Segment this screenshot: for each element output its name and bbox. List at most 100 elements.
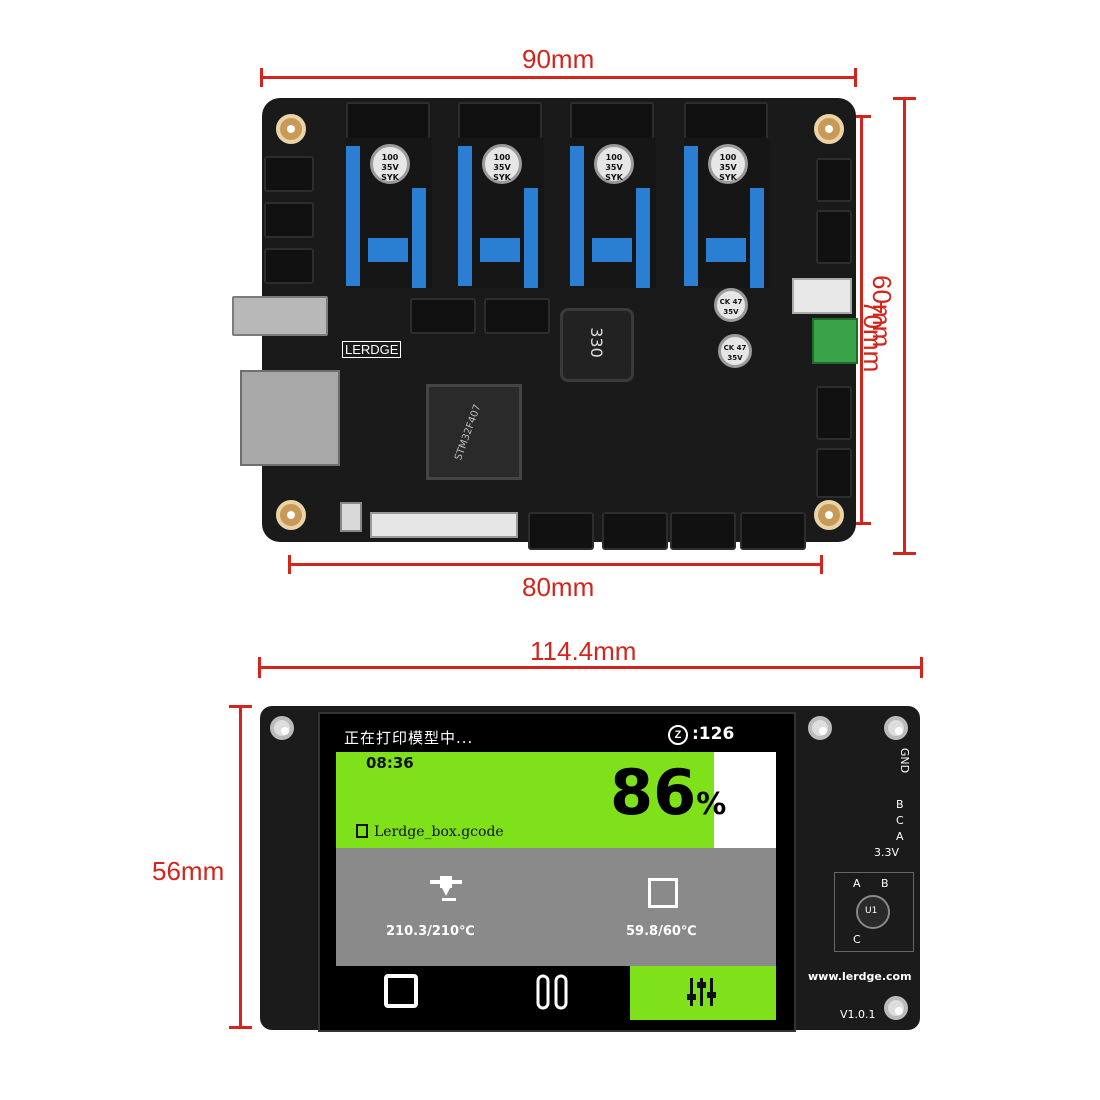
version-label: V1.0.1: [840, 1008, 876, 1021]
dimension-label-board-hole-height: 60mm: [867, 275, 897, 348]
stop-icon: [384, 974, 418, 1008]
dimension-line-80mm: [290, 563, 822, 566]
driver-header: [750, 188, 764, 288]
mounting-hole: [814, 114, 844, 144]
encoder-label-u1: U1: [865, 906, 878, 916]
driver-header: [636, 188, 650, 288]
dimension-tick-right: [854, 68, 857, 87]
file-name: Lerdge_box.gcode: [374, 824, 504, 840]
lcd-ribbon-connector: [370, 512, 518, 538]
driver-header: [524, 188, 538, 288]
dimension-tick-right-114: [920, 657, 923, 678]
dimension-tick-top-56: [229, 705, 252, 708]
capacitor: 100 35V SYK: [594, 144, 634, 184]
dimension-tick-left-114: [258, 657, 261, 678]
settings-button[interactable]: [630, 966, 776, 1020]
jumper: [592, 238, 632, 262]
mcu-chip: STM32F407: [426, 384, 522, 480]
dimension-tick-bottom-70: [893, 552, 916, 555]
jumper: [706, 238, 746, 262]
dimension-line-60mm: [860, 116, 863, 524]
capacitor: 100 35V SYK: [482, 144, 522, 184]
dimension-line-90mm: [262, 76, 856, 79]
capacitor: 100 35V SYK: [370, 144, 410, 184]
dimension-tick-left-80: [288, 555, 291, 574]
motor-connector: [346, 102, 430, 142]
mounting-hole: [276, 500, 306, 530]
dimension-tick-bottom-56: [229, 1026, 252, 1029]
motor-connector: [684, 102, 768, 142]
power-connector: [792, 278, 852, 314]
dimension-line-70mm: [903, 98, 906, 554]
driver-header: [412, 188, 426, 288]
dimension-tick-right-80: [820, 555, 823, 574]
side-connector: [816, 210, 852, 264]
endstop-connector: [264, 248, 314, 284]
usb-port: [232, 296, 328, 336]
bed-temp: 59.8/60℃: [626, 924, 697, 939]
status-text: 正在打印模型中...: [344, 729, 474, 747]
dimension-label-display-width: 114.4mm: [530, 636, 637, 666]
jumper: [480, 238, 520, 262]
motor-connector: [458, 102, 542, 142]
pause-icon: [534, 974, 570, 1010]
dimension-label-display-height: 56mm: [152, 856, 225, 886]
side-connector: [816, 448, 852, 498]
driver-header: [684, 146, 698, 286]
driver-header: [346, 146, 360, 286]
print-time: 08:36: [366, 754, 414, 772]
fan-connector: [410, 298, 476, 334]
motor-connector: [570, 102, 654, 142]
power-inductor: 330: [560, 308, 634, 382]
pin-label: 3.3V: [874, 846, 900, 859]
driver-header: [458, 146, 472, 286]
mounting-hole: [814, 500, 844, 530]
side-connector: [816, 386, 852, 440]
heater-connector: [740, 512, 806, 550]
board-brand-label: LERDGE: [342, 341, 402, 358]
jumper: [368, 238, 408, 262]
progress-value: 86: [610, 756, 697, 829]
power-terminal-block: [812, 318, 858, 364]
lcd-screen: 正在打印模型中... Z :126 08:36 86% Lerdge_box.g…: [318, 712, 796, 1032]
nozzle-icon: [428, 874, 464, 904]
stop-button[interactable]: [336, 966, 482, 1020]
heater-connector: [528, 512, 594, 550]
reset-button: [340, 502, 362, 532]
encoder-label-b: B: [881, 877, 889, 890]
pin-label: C: [896, 814, 904, 827]
mounting-hole: [270, 716, 294, 740]
pause-button[interactable]: [482, 966, 630, 1020]
dimension-tick-left: [260, 68, 263, 87]
pin-label: B: [896, 798, 904, 811]
inductor-label: 330: [586, 327, 606, 358]
progress-panel: [336, 752, 714, 848]
encoder: A B U1 C: [834, 872, 914, 952]
mounting-hole: [884, 716, 908, 740]
mounting-hole: [884, 996, 908, 1020]
mcu-label: STM32F407: [453, 403, 484, 462]
fan-connector: [484, 298, 550, 334]
file-icon: [356, 824, 368, 838]
pin-label: A: [896, 830, 904, 843]
mounting-hole: [808, 716, 832, 740]
z-value: :126: [692, 724, 735, 744]
capacitor-small: CK 47 35V: [714, 288, 748, 322]
sd-card-slot: [240, 370, 340, 466]
capacitor: 100 35V SYK: [708, 144, 748, 184]
encoder-label-a: A: [853, 877, 861, 890]
progress-unit: %: [696, 787, 727, 822]
z-icon: Z: [668, 725, 688, 745]
nozzle-temp: 210.3/210℃: [386, 924, 475, 939]
dimension-tick-bottom-60: [852, 522, 871, 525]
stepper-driver-socket: [684, 138, 770, 288]
mounting-hole: [276, 114, 306, 144]
endstop-connector: [264, 156, 314, 192]
encoder-label-c: C: [853, 933, 861, 946]
capacitor-small: CK 47 35V: [718, 334, 752, 368]
progress-percent: 86%: [610, 762, 726, 836]
encoder-knob: U1: [856, 895, 890, 929]
heater-connector: [670, 512, 736, 550]
progress-remaining: [714, 752, 776, 848]
dimension-line-56mm: [239, 706, 242, 1028]
